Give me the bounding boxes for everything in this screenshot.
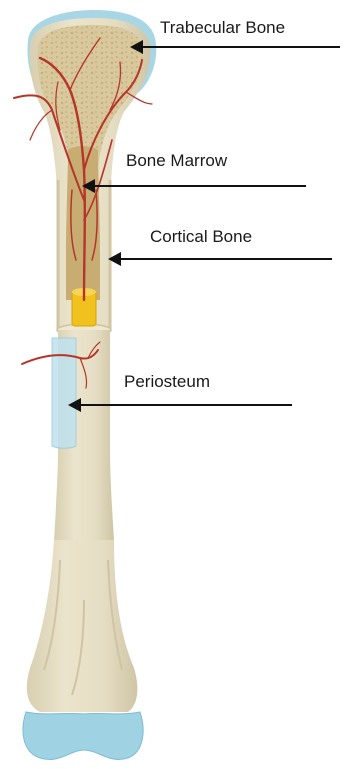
lower-shaft	[27, 540, 138, 712]
label-cortical-bone: Cortical Bone	[108, 227, 332, 266]
bottom-cartilage	[23, 712, 143, 759]
trabecular-bone-label: Trabecular Bone	[160, 18, 285, 37]
cortical-bone-label: Cortical Bone	[150, 227, 252, 246]
periosteum-label: Periosteum	[124, 372, 210, 391]
bone-marrow-label: Bone Marrow	[126, 151, 228, 170]
label-trabecular-bone: Trabecular Bone	[130, 18, 340, 54]
label-bone-marrow: Bone Marrow	[82, 151, 306, 193]
